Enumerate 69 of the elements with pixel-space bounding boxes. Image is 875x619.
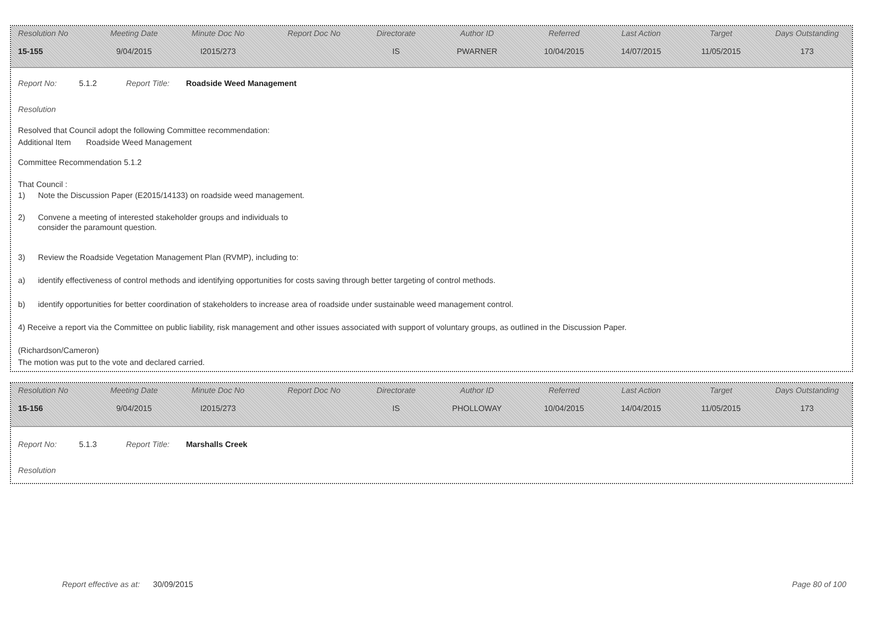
list-item: Note the Discussion Paper (E2015/14133) on roadside weed management. bbox=[38, 191, 304, 201]
paragraph: Roadside Weed Management bbox=[86, 138, 192, 148]
footer-label: Report effective as at: bbox=[62, 580, 140, 590]
cell-value: 10/04/2015 bbox=[544, 47, 584, 57]
list-item: identify opportunities for better coordination of stakeholders to increase area of roadside under sustainable weed management control. bbox=[38, 300, 514, 310]
column-header: Days Outstanding bbox=[775, 29, 839, 39]
column-header: Last Action bbox=[621, 386, 661, 396]
field-label: Report No: bbox=[18, 440, 57, 450]
list-item: Convene a meeting of interested stakeholder groups and individuals to consider the paramount question. bbox=[38, 213, 289, 233]
cell-value: 10/04/2015 bbox=[544, 404, 584, 414]
cell-value: I2015/273 bbox=[200, 404, 236, 414]
cell-value: IS bbox=[392, 47, 400, 57]
column-header: Referred bbox=[548, 386, 580, 396]
list-item: Review the Roadside Vegetation Management Plan (RVMP), including to: bbox=[38, 253, 298, 263]
paragraph: That Council : bbox=[18, 180, 68, 190]
field-value: 5.1.3 bbox=[79, 440, 97, 450]
page-number: Page 80 of 100 bbox=[792, 580, 846, 590]
list-number: 3) bbox=[18, 253, 26, 263]
column-header: Resolution No bbox=[18, 386, 68, 396]
column-header: Meeting Date bbox=[110, 29, 158, 39]
paragraph: The motion was put to the vote and declared carried. bbox=[18, 358, 205, 368]
field-value: 5.1.2 bbox=[79, 79, 97, 89]
column-header: Target bbox=[710, 29, 732, 39]
column-header: Minute Doc No bbox=[192, 29, 244, 39]
cell-value: 173 bbox=[800, 404, 814, 414]
column-header: Report Doc No bbox=[288, 386, 340, 396]
column-header: Meeting Date bbox=[110, 386, 158, 396]
list-number: a) bbox=[18, 276, 26, 286]
column-header: Last Action bbox=[621, 29, 661, 39]
field-label: Report Title: bbox=[126, 79, 170, 89]
column-header: Directorate bbox=[376, 29, 416, 39]
list-number: 1) bbox=[18, 191, 26, 201]
paragraph: Additional Item bbox=[18, 138, 71, 148]
list-number: 2) bbox=[18, 213, 26, 223]
cell-value: 9/04/2015 bbox=[116, 47, 152, 57]
cell-value: PWARNER bbox=[456, 47, 498, 57]
column-header: Report Doc No bbox=[288, 29, 340, 39]
cell-value: PHOLLOWAY bbox=[452, 404, 502, 414]
column-header: Days Outstanding bbox=[775, 386, 839, 396]
list-number: b) bbox=[18, 300, 26, 310]
paragraph: 4) Receive a report via the Committee on public liability, risk management and other issues associated with support of voluntary groups, as outlined in the Discussion Paper. bbox=[18, 323, 628, 333]
cell-value: 15-155 bbox=[18, 47, 43, 57]
report-title: Marshalls Creek bbox=[186, 440, 248, 450]
column-header: Resolution No bbox=[18, 29, 68, 39]
section-heading: Resolution bbox=[18, 466, 56, 476]
paragraph: Committee Recommendation 5.1.2 bbox=[18, 158, 142, 168]
cell-value: 173 bbox=[800, 47, 814, 57]
report-title: Roadside Weed Management bbox=[186, 79, 297, 89]
cell-value: 14/07/2015 bbox=[620, 47, 662, 57]
column-header: Target bbox=[710, 386, 732, 396]
column-header: Author ID bbox=[460, 386, 494, 396]
paragraph: (Richardson/Cameron) bbox=[18, 346, 99, 356]
cell-value: I2015/273 bbox=[200, 47, 236, 57]
cell-value: IS bbox=[392, 404, 400, 414]
cell-value: 9/04/2015 bbox=[116, 404, 152, 414]
cell-value: 11/05/2015 bbox=[701, 404, 741, 414]
cell-value: 11/05/2015 bbox=[701, 47, 741, 57]
column-header: Author ID bbox=[460, 29, 494, 39]
paragraph: Resolved that Council adopt the following Committee recommendation: bbox=[18, 126, 270, 136]
cell-value: 15-156 bbox=[18, 404, 43, 414]
column-header: Referred bbox=[548, 29, 580, 39]
field-label: Report Title: bbox=[126, 440, 170, 450]
column-header: Minute Doc No bbox=[192, 386, 244, 396]
column-header: Directorate bbox=[376, 386, 416, 396]
field-label: Report No: bbox=[18, 79, 57, 89]
list-item: identify effectiveness of control methods and identifying opportunities for costs saving through better targeting of control methods. bbox=[38, 276, 496, 286]
footer-date: 30/09/2015 bbox=[153, 580, 194, 590]
cell-value: 14/04/2015 bbox=[620, 404, 662, 414]
section-heading: Resolution bbox=[18, 105, 56, 115]
